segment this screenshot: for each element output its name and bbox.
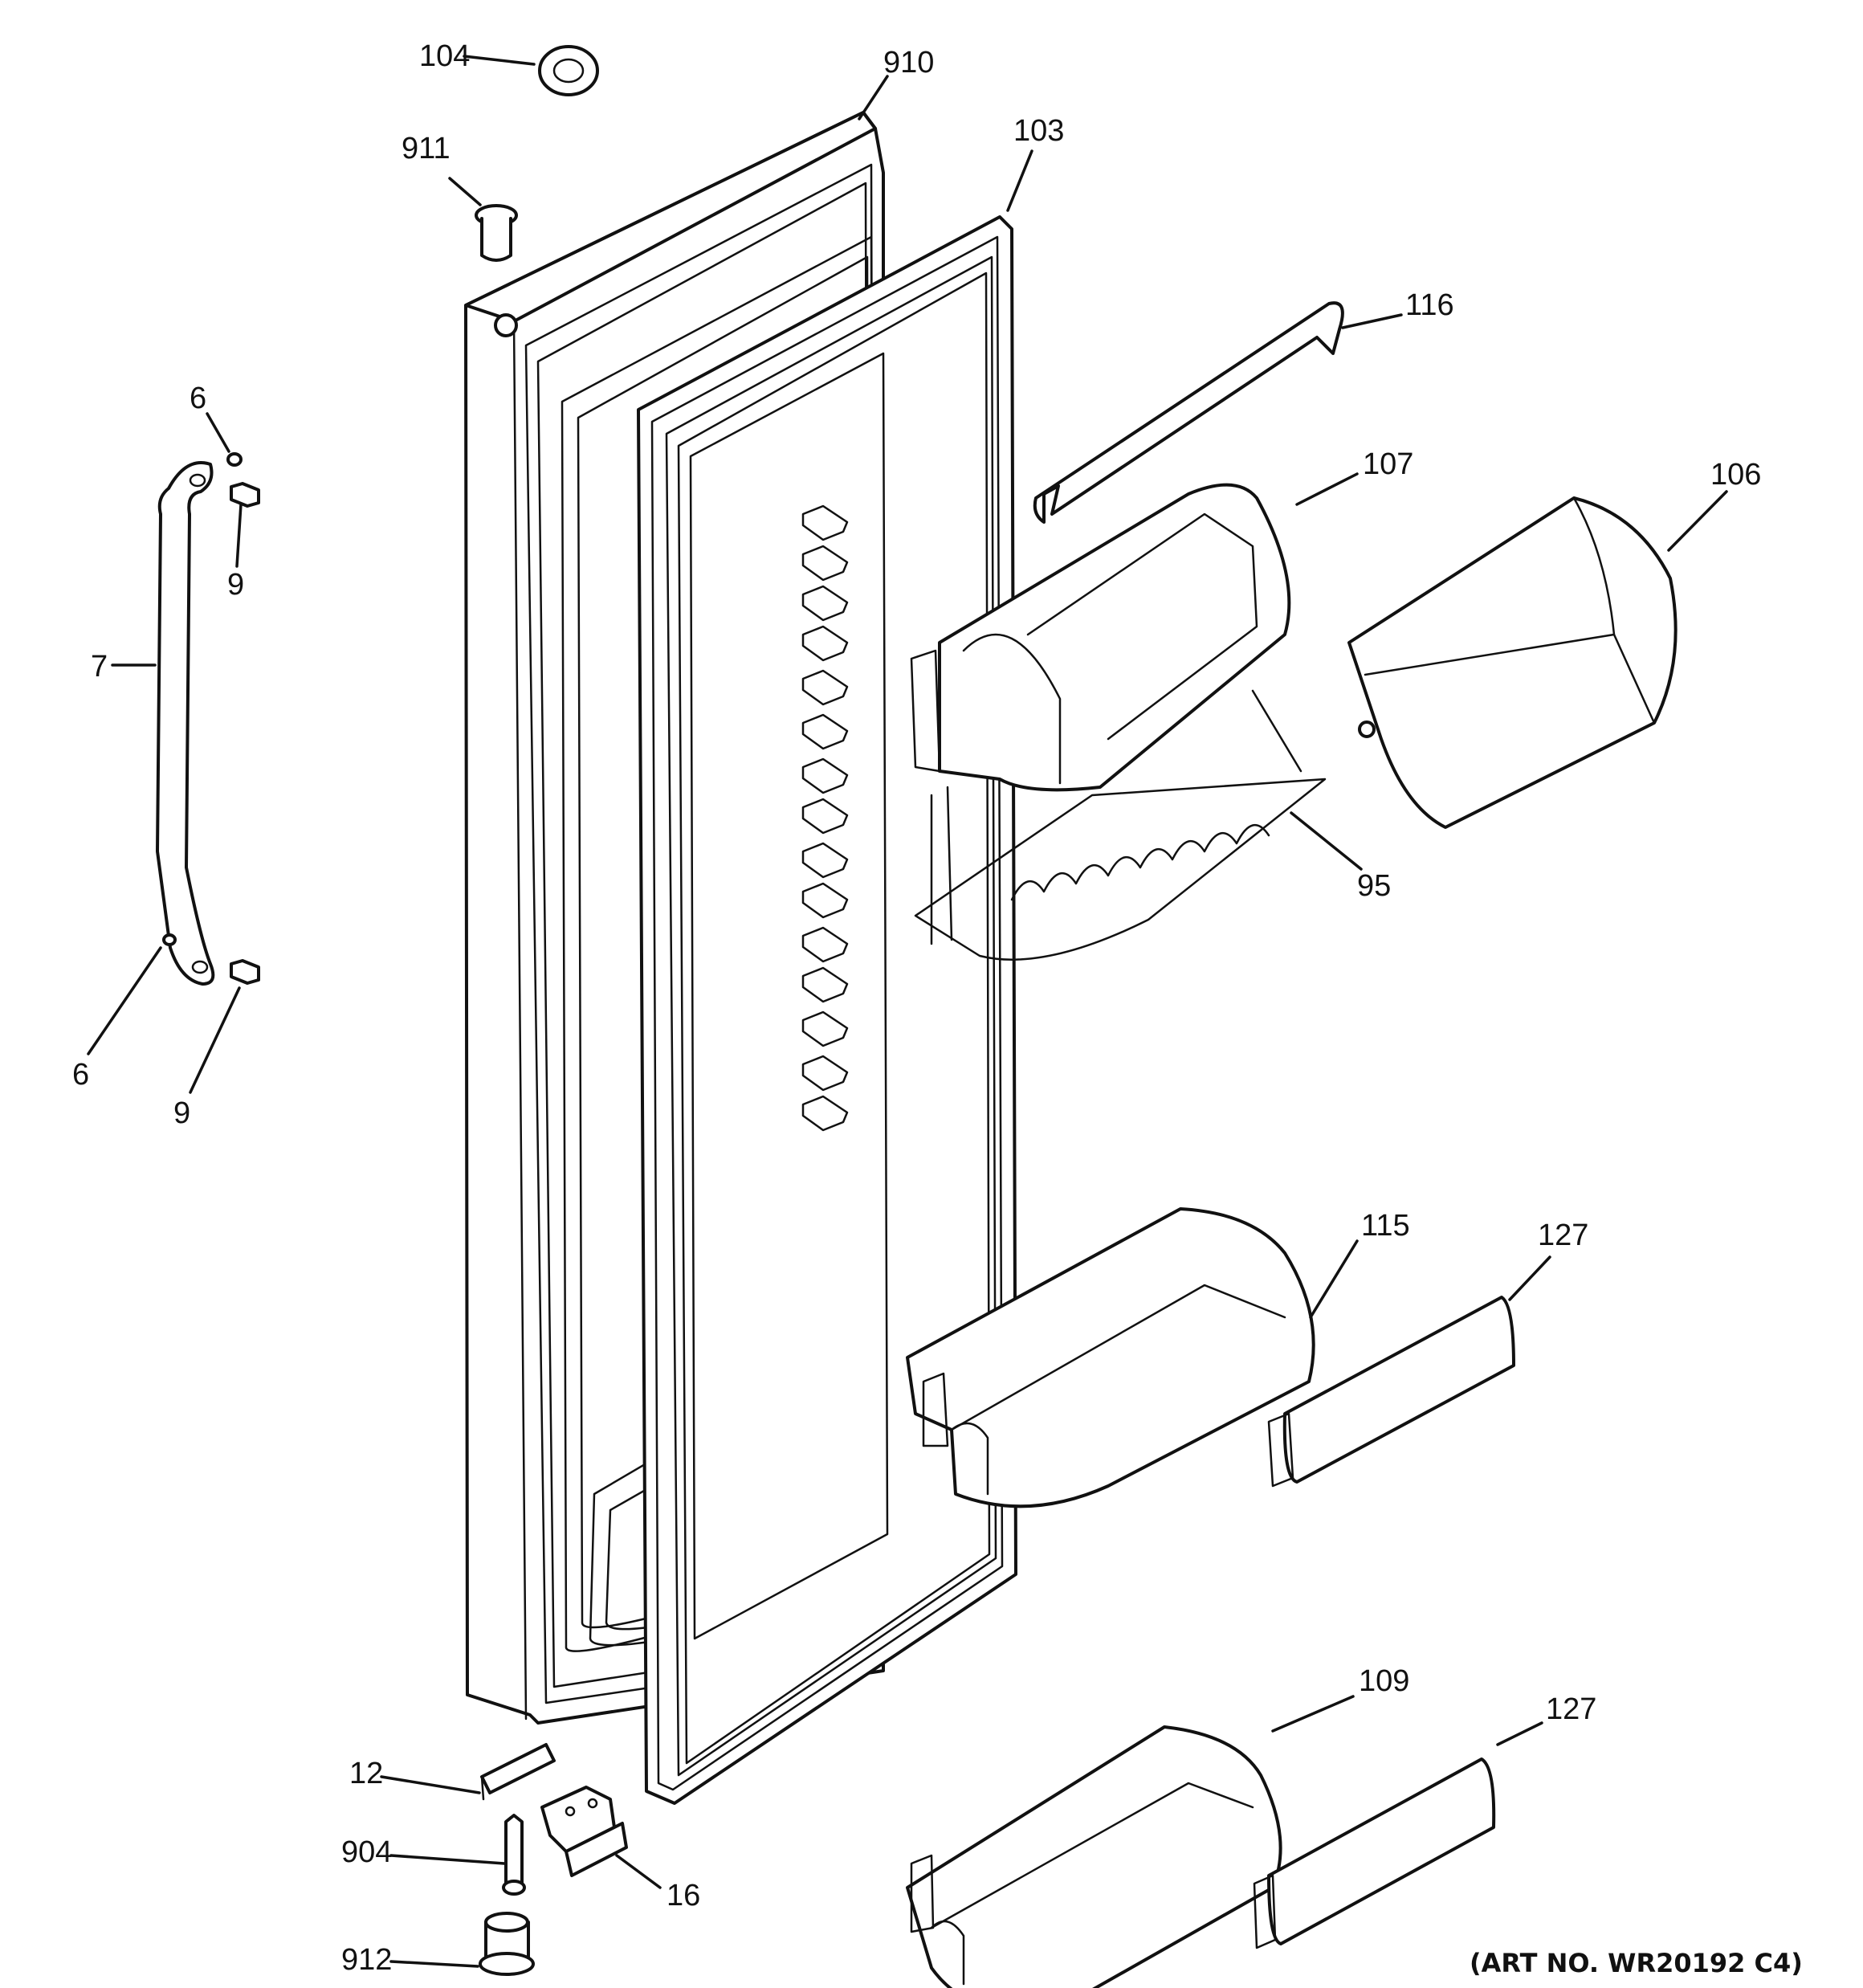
callout-115: 115 (1361, 1209, 1410, 1243)
bin-115 (906, 1207, 1315, 1508)
front-panel-127-upper (1267, 1296, 1515, 1488)
callout-6-top: 6 (190, 382, 206, 415)
callout-9-top: 9 (227, 568, 244, 602)
callout-912: 912 (341, 1943, 392, 1977)
handle (156, 461, 215, 986)
rack-95 (914, 689, 1327, 961)
callout-127-upper: 127 (1538, 1219, 1588, 1252)
bin-109 (906, 1725, 1282, 1988)
art-number: (ART NO. WR20192 C4) (1470, 1948, 1803, 1978)
callout-911: 911 (402, 132, 450, 165)
callout-904: 904 (341, 1835, 392, 1869)
callout-106: 106 (1710, 458, 1761, 492)
callout-910: 910 (883, 46, 934, 80)
cover-106 (1347, 496, 1678, 829)
bushing-911 (475, 204, 518, 262)
callout-16: 16 (667, 1879, 700, 1912)
callout-104: 104 (419, 39, 470, 73)
callout-103: 103 (1013, 114, 1064, 148)
callout-12: 12 (349, 1757, 383, 1790)
shelf-support-ribs (801, 504, 849, 1132)
callout-116: 116 (1405, 288, 1454, 322)
bar-116 (1033, 301, 1344, 524)
callout-127-lower: 127 (1546, 1692, 1596, 1726)
door-gasket (637, 215, 1017, 1805)
callout-7: 7 (91, 650, 108, 684)
callout-6-bottom: 6 (72, 1058, 89, 1092)
cap-104 (538, 45, 599, 96)
screws-6 (162, 452, 243, 946)
leader-lines (87, 55, 1728, 1968)
bracket-12 (480, 1743, 556, 1801)
screw-904 (502, 1814, 526, 1896)
callout-107: 107 (1363, 447, 1413, 481)
callout-109: 109 (1359, 1664, 1409, 1698)
studs-9 (230, 482, 260, 985)
hinge-16 (540, 1786, 628, 1877)
bushing-912 (479, 1912, 535, 1976)
front-panel-127-lower (1253, 1757, 1496, 1949)
callout-9-bottom: 9 (173, 1096, 190, 1130)
callout-labels: 104 910 911 103 116 6 9 7 107 106 95 6 9… (72, 39, 1761, 1977)
callout-95: 95 (1357, 869, 1391, 903)
bin-107 (910, 483, 1291, 792)
